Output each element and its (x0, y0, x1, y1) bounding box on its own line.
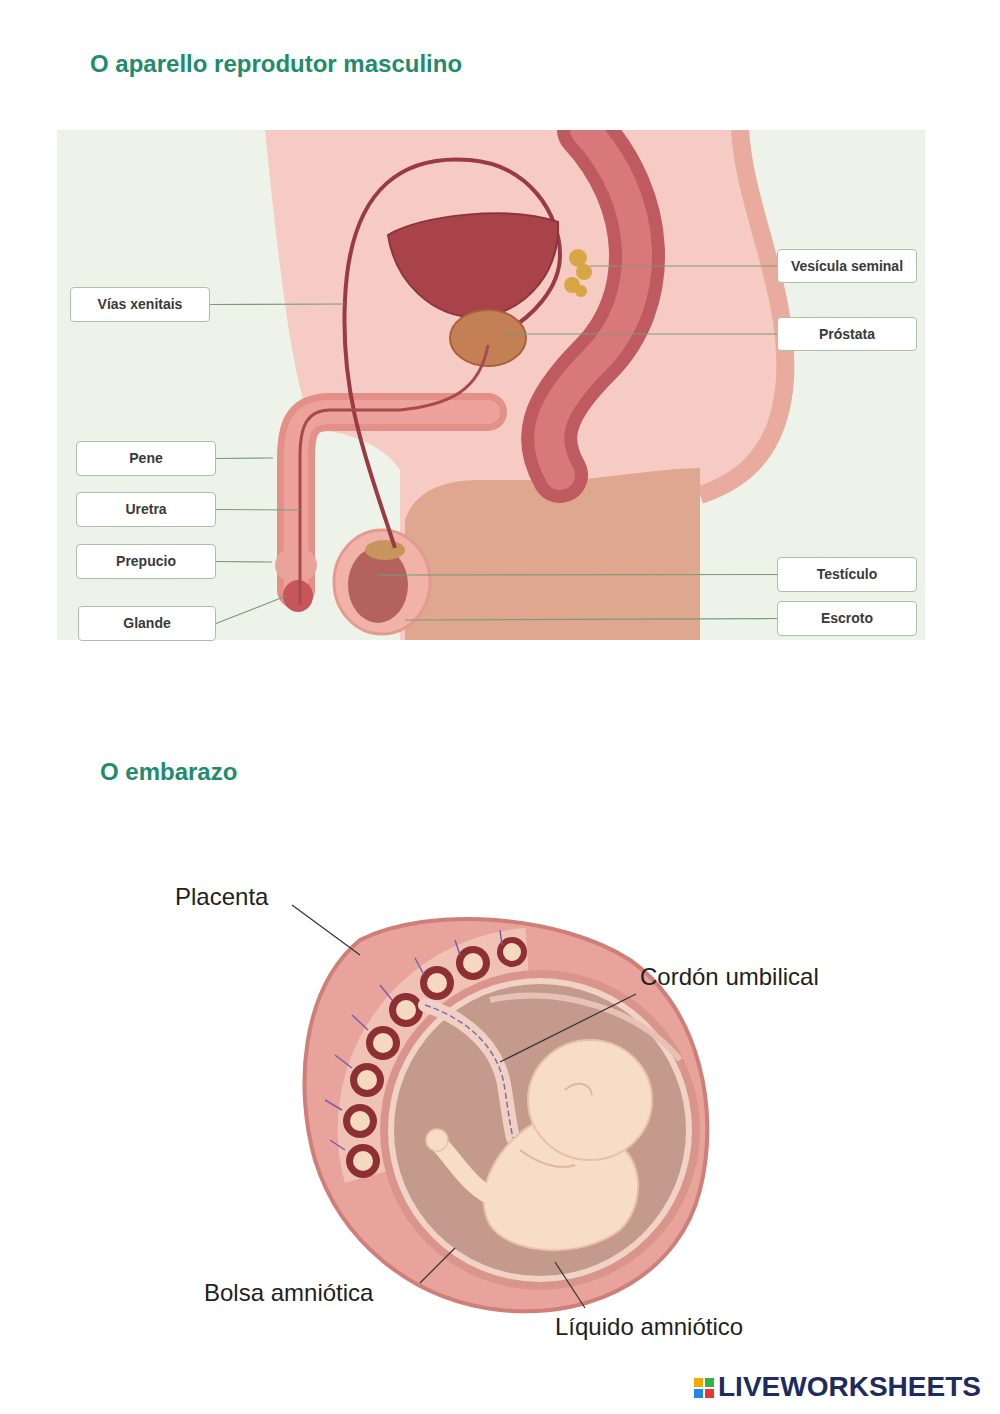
leader-line (216, 561, 272, 563)
embryo-arm-line (520, 1150, 575, 1167)
bladder (388, 213, 558, 318)
placenta-villus (427, 973, 447, 993)
part-name: Vesícula seminal (791, 258, 903, 275)
male-anatomy (265, 130, 785, 640)
watermark: LIVEWORKSHEETS (718, 1370, 981, 1404)
umbilical-cord (425, 1005, 513, 1138)
label-box: Vías xenitais (70, 287, 210, 322)
leader-line (216, 596, 286, 624)
placenta-villus (353, 1151, 373, 1171)
embryo-hand (426, 1129, 448, 1151)
leader-lines (292, 905, 636, 1308)
part-name: Glande (123, 615, 170, 632)
part-name: Pene (129, 450, 162, 467)
buttock-edge (700, 130, 785, 495)
part-name: Testículo (817, 566, 877, 583)
placenta-lobe (456, 946, 490, 980)
placenta-villus (396, 1000, 416, 1020)
label-box: Próstata (777, 317, 917, 351)
label-box: Uretra (76, 492, 216, 527)
embryo-limb (440, 1145, 500, 1200)
part-name: Vías xenitais (98, 296, 183, 313)
rectum (549, 130, 637, 475)
foreskin (275, 547, 317, 583)
label-box: Escroto (777, 601, 917, 636)
leader-line (210, 303, 345, 305)
prostate (450, 310, 526, 366)
watermark-icon (694, 1378, 714, 1398)
panel-ground (57, 130, 925, 640)
placenta-villus (373, 1033, 393, 1053)
placenta-lobe (389, 993, 423, 1027)
leader-line (555, 1262, 585, 1308)
leader-line (590, 265, 777, 266)
part-label: Cordón umbilical (640, 963, 819, 992)
placenta-lobe (346, 1144, 380, 1178)
label-box: Prepucio (76, 544, 216, 579)
label-box: Testículo (777, 557, 917, 592)
leader-line (405, 619, 777, 621)
body-outline (265, 130, 785, 640)
rectum-inner (549, 130, 637, 475)
leader-line (500, 994, 636, 1062)
part-label: Placenta (175, 883, 268, 912)
leader-line (505, 333, 777, 334)
vas-deferens (344, 159, 560, 548)
icon-square (705, 1389, 714, 1398)
placenta-villus (357, 1070, 377, 1090)
icon-square (694, 1389, 703, 1398)
part-name: Próstata (819, 326, 875, 343)
placenta-lobe (420, 966, 454, 1000)
embryo-ear (565, 1084, 592, 1095)
leader-line (378, 574, 777, 576)
label-box: Pene (76, 441, 216, 476)
glans (283, 580, 313, 612)
part-name: Escroto (821, 610, 873, 627)
part-name: Prepucio (116, 553, 176, 570)
amniotic-sac (388, 978, 692, 1282)
icon-square (694, 1378, 703, 1387)
amniotic-fluid (394, 984, 686, 1276)
placenta-villus (503, 943, 521, 961)
epididymis (365, 540, 405, 560)
leader-line (216, 509, 300, 511)
section-heading: O aparello reprodutor masculino (90, 50, 462, 79)
leader-line (292, 905, 360, 955)
placenta-lobe (343, 1104, 377, 1138)
section-heading: O embarazo (100, 758, 237, 787)
seminal-vesicle (575, 285, 587, 297)
part-name: Uretra (125, 501, 166, 518)
chorion (380, 970, 700, 1290)
urethra (300, 345, 488, 605)
placenta-villus (350, 1111, 370, 1131)
part-label: Bolsa amniótica (204, 1279, 373, 1308)
placenta-lobe (366, 1026, 400, 1060)
seminal-vesicle (576, 264, 592, 280)
placenta-lobe (350, 1063, 384, 1097)
icon-square (705, 1378, 714, 1387)
leader-line (420, 1248, 455, 1283)
label-box: Vesícula seminal (777, 249, 917, 283)
cord-vessel (425, 1005, 513, 1138)
part-label: Líquido amniótico (555, 1313, 743, 1342)
placenta-villus (463, 953, 483, 973)
label-box: Glande (78, 606, 216, 641)
scrotum (334, 530, 430, 634)
embryo-head (528, 1040, 652, 1160)
leader-line (216, 457, 273, 459)
